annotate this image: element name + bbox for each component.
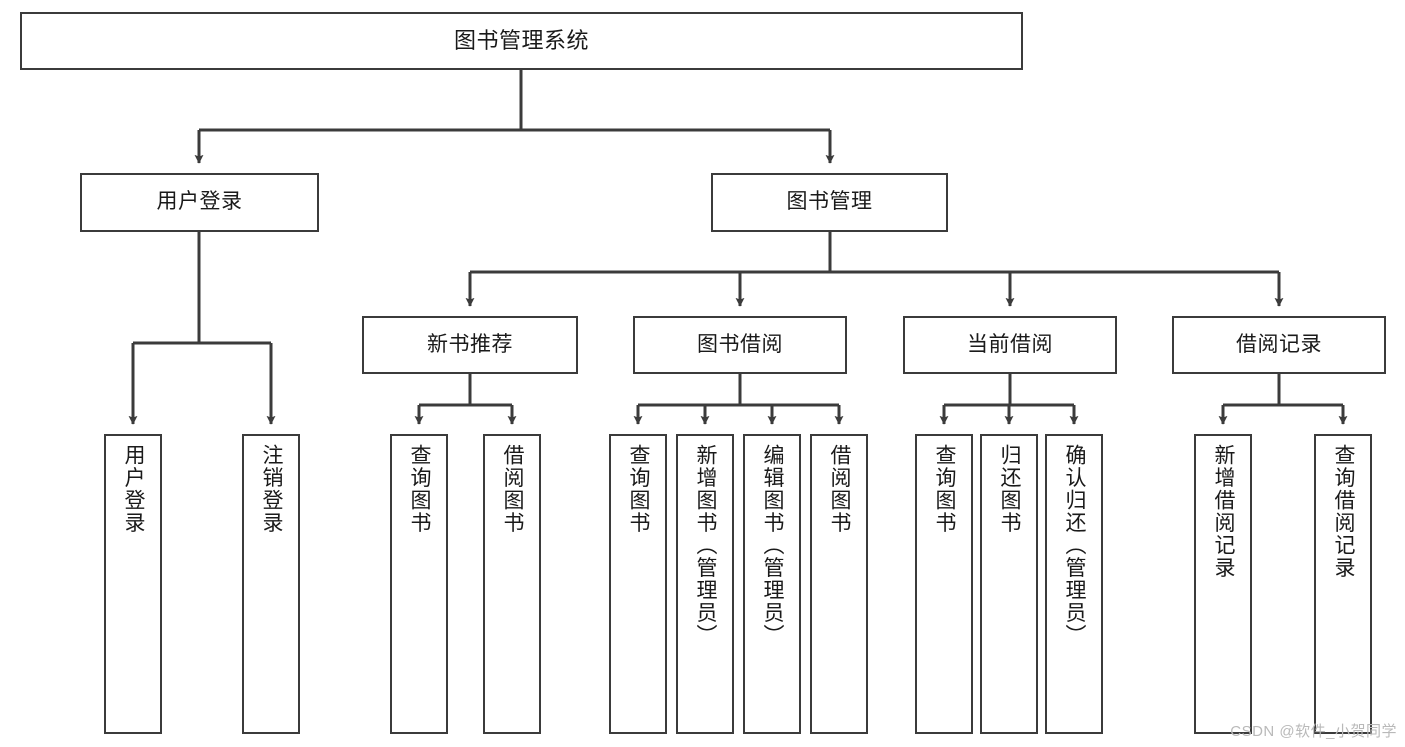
node-leaf-user-login[interactable]: 用户登录 bbox=[104, 434, 162, 734]
node-leaf-newbook-query-label: 查询图书 bbox=[408, 444, 432, 534]
node-leaf-record-add[interactable]: 新增借阅记录 bbox=[1194, 434, 1252, 734]
node-leaf-record-add-label: 新增借阅记录 bbox=[1212, 444, 1236, 579]
csdn-watermark: CSDN @软件_小贺同学 bbox=[1230, 723, 1397, 740]
node-user-login-label: 用户登录 bbox=[156, 190, 243, 214]
node-borrowing-records[interactable]: 借阅记录 bbox=[1172, 316, 1386, 374]
node-book-management[interactable]: 图书管理 bbox=[711, 173, 948, 232]
node-leaf-current-query[interactable]: 查询图书 bbox=[915, 434, 973, 734]
node-leaf-borrow-lend-book[interactable]: 借阅图书 bbox=[810, 434, 868, 734]
node-leaf-record-query[interactable]: 查询借阅记录 bbox=[1314, 434, 1372, 734]
node-new-book-recommendation-label: 新书推荐 bbox=[427, 332, 513, 356]
node-leaf-borrow-add-book-label: 新增图书（管理员） bbox=[694, 444, 718, 647]
node-new-book-recommendation[interactable]: 新书推荐 bbox=[362, 316, 578, 374]
node-leaf-current-query-label: 查询图书 bbox=[933, 444, 957, 534]
node-book-borrowing-label: 图书借阅 bbox=[697, 332, 783, 356]
node-borrowing-records-label: 借阅记录 bbox=[1236, 332, 1322, 356]
node-leaf-newbook-borrow[interactable]: 借阅图书 bbox=[483, 434, 541, 734]
node-book-management-label: 图书管理 bbox=[786, 190, 873, 214]
node-leaf-current-return-label: 归还图书 bbox=[998, 444, 1022, 534]
node-leaf-newbook-borrow-label: 借阅图书 bbox=[501, 444, 525, 534]
node-current-borrowing[interactable]: 当前借阅 bbox=[903, 316, 1117, 374]
node-leaf-current-return[interactable]: 归还图书 bbox=[980, 434, 1038, 734]
node-leaf-borrow-lend-book-label: 借阅图书 bbox=[828, 444, 852, 534]
node-leaf-logout-label: 注销登录 bbox=[260, 444, 284, 534]
node-leaf-borrow-edit-book-label: 编辑图书（管理员） bbox=[761, 444, 785, 647]
node-leaf-borrow-edit-book[interactable]: 编辑图书（管理员） bbox=[743, 434, 801, 734]
node-leaf-borrow-query[interactable]: 查询图书 bbox=[609, 434, 667, 734]
node-leaf-user-login-label: 用户登录 bbox=[122, 444, 146, 534]
node-root[interactable]: 图书管理系统 bbox=[20, 12, 1023, 70]
node-leaf-newbook-query[interactable]: 查询图书 bbox=[390, 434, 448, 734]
node-leaf-record-query-label: 查询借阅记录 bbox=[1332, 444, 1356, 579]
node-current-borrowing-label: 当前借阅 bbox=[967, 332, 1053, 356]
node-leaf-borrow-query-label: 查询图书 bbox=[627, 444, 651, 534]
node-user-login[interactable]: 用户登录 bbox=[80, 173, 319, 232]
node-leaf-borrow-add-book[interactable]: 新增图书（管理员） bbox=[676, 434, 734, 734]
node-leaf-logout[interactable]: 注销登录 bbox=[242, 434, 300, 734]
node-leaf-current-confirm-return[interactable]: 确认归还（管理员） bbox=[1045, 434, 1103, 734]
node-leaf-current-confirm-return-label: 确认归还（管理员） bbox=[1063, 444, 1087, 647]
node-book-borrowing[interactable]: 图书借阅 bbox=[633, 316, 847, 374]
node-root-label: 图书管理系统 bbox=[453, 28, 589, 54]
